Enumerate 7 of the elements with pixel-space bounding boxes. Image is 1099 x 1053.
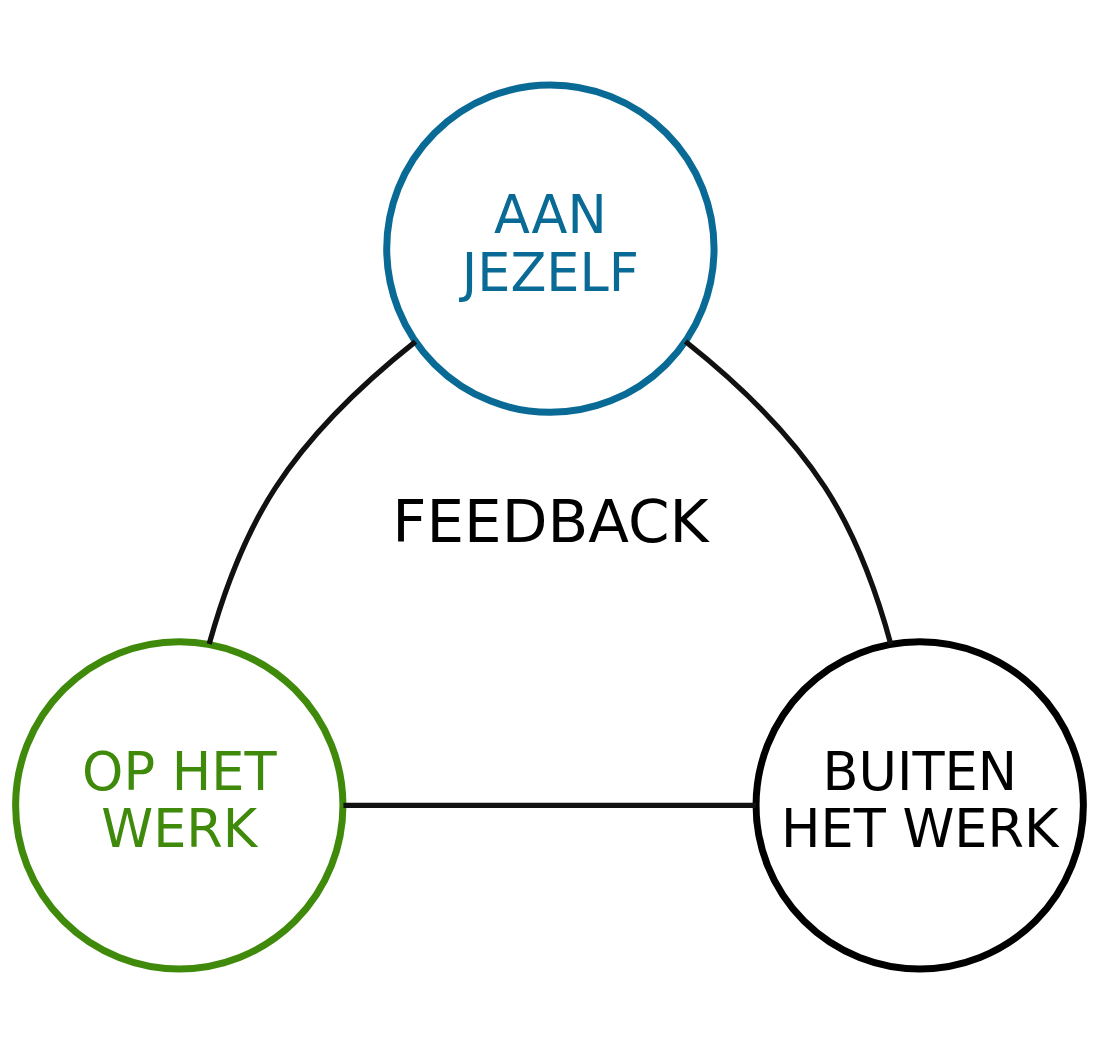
connector (206, 339, 418, 645)
node-circle: AAN JEZELF (383, 81, 718, 416)
node-circle: BUITEN HET WERK (752, 637, 1087, 972)
label: FEEDBACK (392, 486, 709, 556)
connector (683, 339, 894, 645)
node-circle: OP HET WERK (12, 637, 347, 972)
connector (343, 802, 756, 808)
